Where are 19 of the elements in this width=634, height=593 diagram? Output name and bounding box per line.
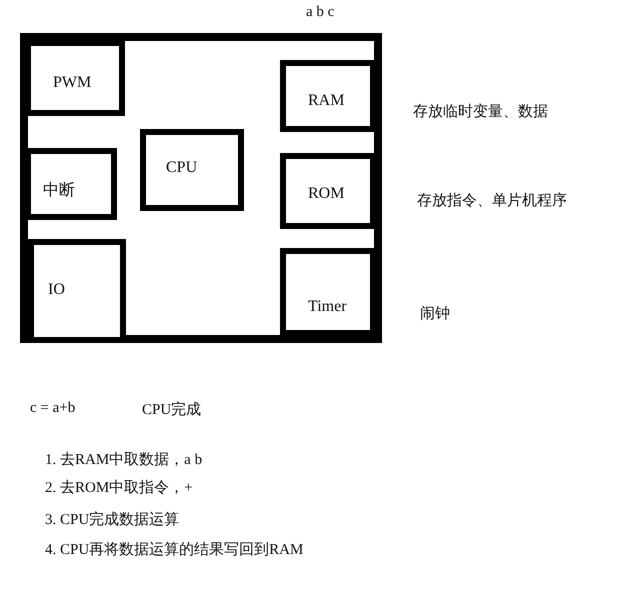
component-label: CPU [166, 159, 198, 177]
component-label: Timer [308, 298, 347, 316]
description-text: 存放指令、单片机程序 [417, 191, 567, 210]
description-text: 闹钟 [420, 304, 450, 323]
component-label: PWM [53, 74, 92, 92]
component-label: 中断 [43, 180, 75, 201]
description-text: 存放临时变量、数据 [413, 102, 548, 121]
step-text: 2. 去ROM中取指令，+ [45, 478, 193, 497]
component-box [140, 129, 244, 211]
component-label: RAM [308, 92, 344, 110]
variable-names: a b c [306, 4, 334, 21]
step-text: 1. 去RAM中取数据，a b [45, 450, 202, 469]
step-text: 3. CPU完成数据运算 [45, 510, 180, 529]
component-label: IO [48, 281, 65, 299]
step-text: 4. CPU再将数据运算的结果写回到RAM [45, 540, 304, 559]
component-box [25, 148, 117, 220]
formula-text: c = a+b [30, 400, 76, 417]
note-text: CPU完成 [142, 400, 202, 419]
component-label: ROM [308, 185, 344, 203]
